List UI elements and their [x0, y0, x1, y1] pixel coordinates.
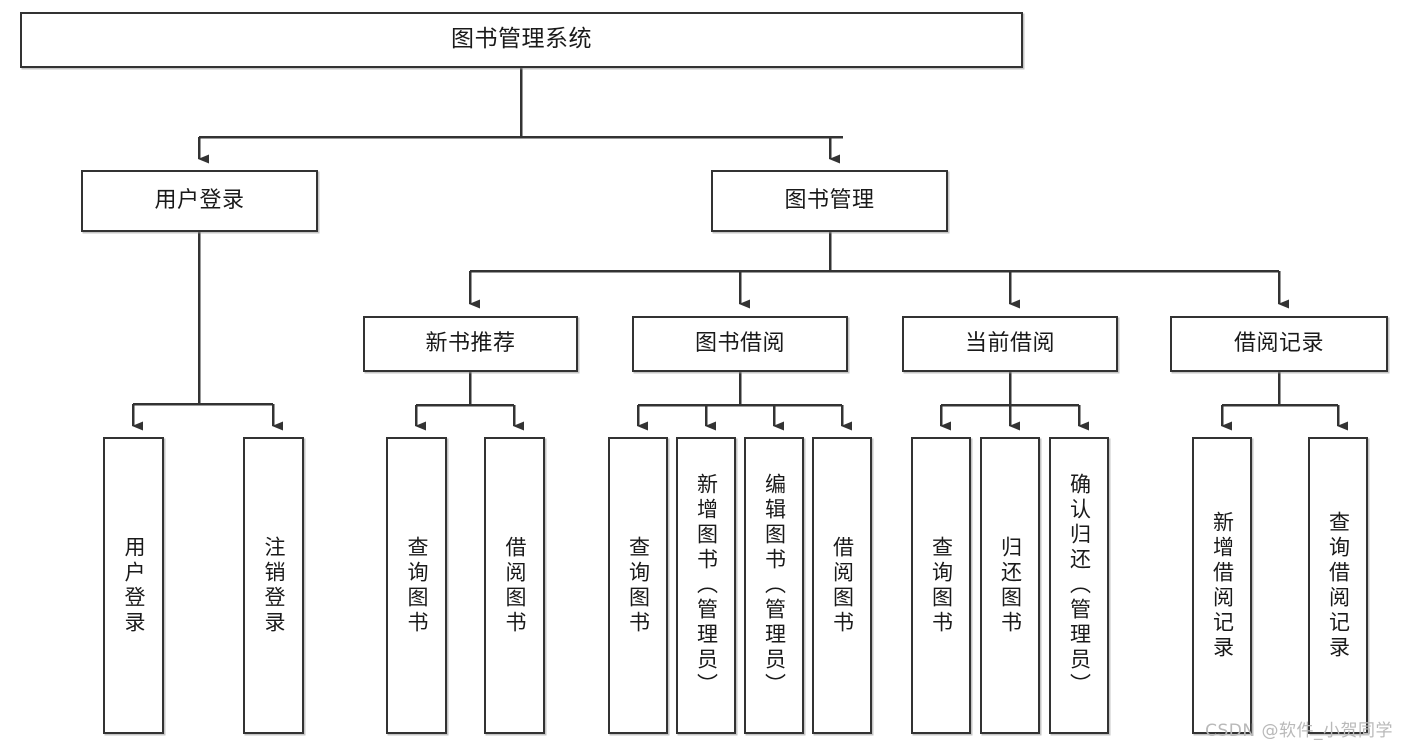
- node-current-borrow[interactable]: 当前借阅: [902, 316, 1118, 372]
- node-leaf-borrow-book-2[interactable]: 借阅图书: [812, 437, 872, 734]
- node-book-borrow-label: 图书借阅: [694, 330, 785, 356]
- node-leaf-borrow-book-1[interactable]: 借阅图书: [484, 437, 545, 734]
- node-leaf-query-book-2-label: 查询图书: [626, 535, 651, 636]
- node-leaf-logout[interactable]: 注销登录: [243, 437, 304, 734]
- node-leaf-add-book-label: 新增图书（管理员）: [694, 473, 719, 698]
- node-leaf-return-book[interactable]: 归还图书: [980, 437, 1040, 734]
- node-leaf-add-record-label: 新增借阅记录: [1210, 510, 1235, 661]
- node-leaf-query-book-3[interactable]: 查询图书: [911, 437, 971, 734]
- node-leaf-user-login-label: 用户登录: [122, 535, 146, 636]
- node-book-borrow[interactable]: 图书借阅: [632, 316, 848, 372]
- node-leaf-logout-label: 注销登录: [262, 535, 286, 636]
- node-leaf-query-book-3-label: 查询图书: [929, 535, 954, 636]
- node-leaf-borrow-book-1-label: 借阅图书: [503, 535, 527, 636]
- node-leaf-add-book[interactable]: 新增图书（管理员）: [676, 437, 736, 734]
- node-leaf-confirm-return-label: 确认归还（管理员）: [1067, 473, 1092, 698]
- node-borrow-record[interactable]: 借阅记录: [1170, 316, 1388, 372]
- node-new-book-rec[interactable]: 新书推荐: [363, 316, 578, 372]
- node-root-label: 图书管理系统: [451, 26, 592, 53]
- node-leaf-add-record[interactable]: 新增借阅记录: [1192, 437, 1252, 734]
- node-leaf-edit-book[interactable]: 编辑图书（管理员）: [744, 437, 804, 734]
- node-leaf-query-record[interactable]: 查询借阅记录: [1308, 437, 1368, 734]
- node-leaf-query-book-2[interactable]: 查询图书: [608, 437, 668, 734]
- node-leaf-borrow-book-2-label: 借阅图书: [830, 535, 855, 636]
- node-leaf-confirm-return[interactable]: 确认归还（管理员）: [1049, 437, 1109, 734]
- node-new-book-rec-label: 新书推荐: [425, 330, 516, 356]
- node-user-login[interactable]: 用户登录: [81, 170, 318, 232]
- node-user-login-label: 用户登录: [154, 187, 245, 213]
- node-book-manage[interactable]: 图书管理: [711, 170, 948, 232]
- node-leaf-query-book-1[interactable]: 查询图书: [386, 437, 447, 734]
- node-current-borrow-label: 当前借阅: [964, 330, 1055, 356]
- node-borrow-record-label: 借阅记录: [1233, 330, 1324, 356]
- node-leaf-user-login[interactable]: 用户登录: [103, 437, 164, 734]
- node-book-manage-label: 图书管理: [784, 187, 875, 213]
- node-leaf-query-book-1-label: 查询图书: [405, 535, 429, 636]
- node-leaf-query-record-label: 查询借阅记录: [1326, 510, 1351, 661]
- node-leaf-return-book-label: 归还图书: [998, 535, 1023, 636]
- node-root[interactable]: 图书管理系统: [20, 12, 1023, 68]
- node-leaf-edit-book-label: 编辑图书（管理员）: [762, 473, 787, 698]
